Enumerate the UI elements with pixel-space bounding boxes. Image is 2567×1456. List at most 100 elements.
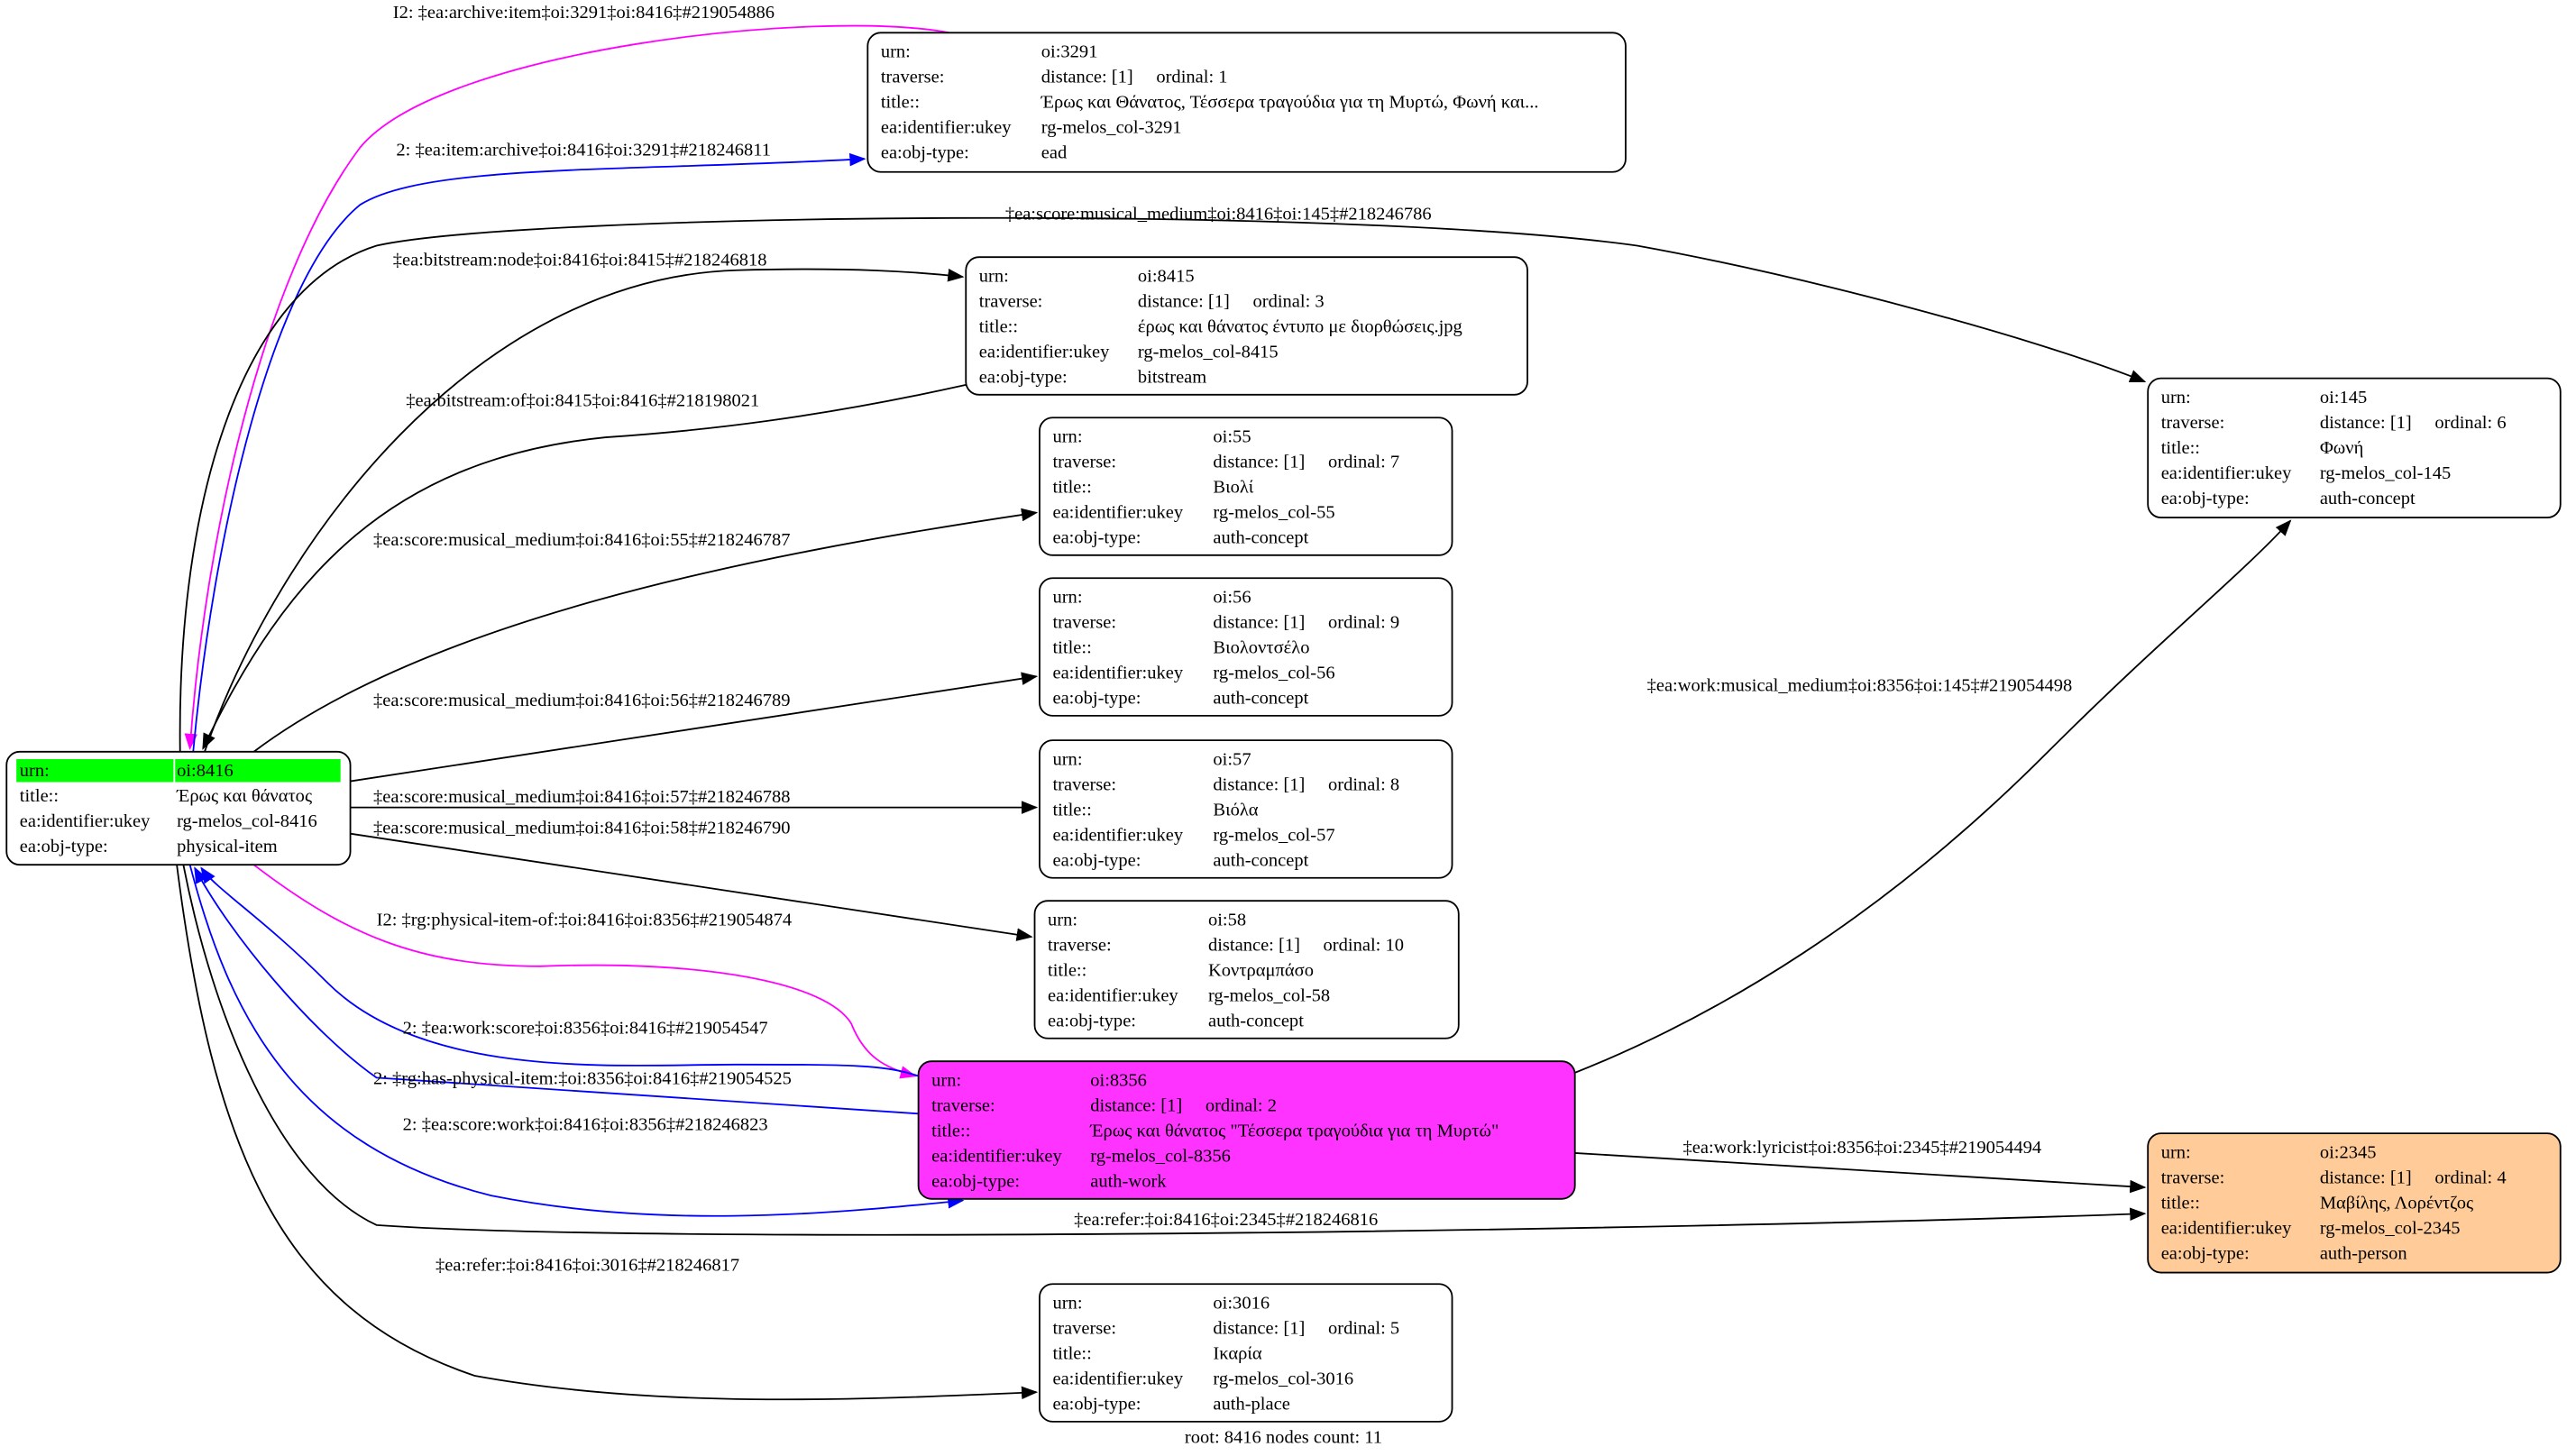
node-box [1039, 417, 1453, 556]
node-field-key: title:: [1052, 477, 1091, 497]
node-field-value: auth-concept [1213, 850, 1308, 870]
edge[interactable]: 2: ‡rg:has-physical-item:‡oi:8356‡oi:841… [194, 866, 919, 1115]
edge[interactable]: ‡ea:refer:‡oi:8416‡oi:3016‡#218246817 [176, 865, 1039, 1401]
node-field-key: title:: [979, 316, 1018, 336]
node-field-value: rg-melos_col-8415 [1138, 342, 1279, 362]
edge[interactable]: ‡ea:bitstream:node‡oi:8416‡oi:8415‡#2182… [204, 250, 965, 753]
node-field-key: urn: [1052, 749, 1082, 769]
edge-path [350, 832, 1033, 941]
node-field-key: traverse: [2161, 1168, 2225, 1187]
edge-label: ‡ea:score:musical_medium‡oi:8416‡oi:56‡#… [373, 691, 791, 710]
node-field-key: title:: [1052, 1343, 1091, 1363]
node-field-value: oi:8416 [177, 761, 234, 781]
edge[interactable]: ‡ea:work:lyricist‡oi:8356‡oi:2345‡#21905… [1574, 1138, 2147, 1194]
edge-path [1574, 1152, 2147, 1194]
edge-label: ‡ea:score:musical_medium‡oi:8416‡oi:58‡#… [373, 819, 791, 838]
edge[interactable]: 2: ‡ea:score:work‡oi:8416‡oi:8356‡#21824… [188, 864, 965, 1217]
node-field-key: ea:identifier:ukey [2161, 463, 2292, 483]
node-field-value: rg-melos_col-55 [1213, 502, 1334, 522]
edge-path [188, 864, 965, 1217]
edge[interactable]: 2: ‡ea:item:archive‡oi:8416‡oi:3291‡#218… [192, 141, 866, 752]
node-field-key: urn: [20, 761, 50, 781]
edge[interactable]: ‡ea:bitstream:of‡oi:8415‡oi:8416‡#218198… [202, 384, 967, 750]
node-field-value: rg-melos_col-2345 [2320, 1218, 2461, 1238]
node-field-value: distance: [1] ordinal: 3 [1138, 291, 1325, 311]
node-field-value: Βιόλα [1213, 800, 1258, 820]
node-field-value: oi:3016 [1213, 1293, 1270, 1313]
edge[interactable]: ‡ea:score:musical_medium‡oi:8416‡oi:145‡… [179, 204, 2147, 752]
edge-path [252, 508, 1039, 753]
node-field-value: rg-melos_col-3016 [1213, 1369, 1353, 1388]
edge[interactable]: ‡ea:score:musical_medium‡oi:8416‡oi:56‡#… [350, 672, 1039, 783]
node-field-value: Βιολί [1213, 477, 1253, 497]
node-field-value: ead [1041, 142, 1067, 162]
graph-node[interactable]: urn: oi:2345 traverse: distance: [1] ordina… [2147, 1132, 2562, 1274]
node-field-key: traverse: [881, 68, 945, 87]
node-field-value: auth-concept [2320, 489, 2416, 508]
node-field-key: ea:obj-type: [1052, 527, 1141, 547]
node-field-key: title:: [881, 93, 920, 113]
node-box [1039, 1283, 1453, 1423]
node-field-key: title:: [1052, 800, 1091, 820]
edge-path [204, 268, 965, 753]
node-field-value: Φωνή [2320, 438, 2364, 458]
footer-status: root: 8416 nodes count: 11 [1185, 1427, 1382, 1447]
edge[interactable]: 2: ‡ea:work:score‡oi:8356‡oi:8416‡#21905… [200, 866, 919, 1077]
node-field-key: traverse: [1052, 1318, 1116, 1338]
node-box [1033, 900, 1460, 1039]
node-field-key: traverse: [931, 1095, 995, 1115]
edge[interactable]: ‡ea:score:musical_medium‡oi:8416‡oi:58‡#… [350, 819, 1033, 941]
node-field-key: title:: [20, 786, 59, 806]
node-field-key: traverse: [979, 291, 1043, 311]
node-field-key: ea:obj-type: [1052, 850, 1141, 870]
edge-path [200, 866, 919, 1077]
node-field-key: ea:identifier:ukey [979, 342, 1110, 362]
edge-path [350, 672, 1039, 783]
node-field-key: ea:obj-type: [1052, 1394, 1141, 1414]
node-field-value: auth-place [1213, 1394, 1289, 1414]
edge[interactable]: ‡ea:score:musical_medium‡oi:8416‡oi:55‡#… [252, 508, 1039, 753]
edge-label: I2: ‡rg:physical-item-of:‡oi:8416‡oi:835… [377, 910, 793, 929]
node-field-key: urn: [2161, 388, 2191, 407]
edge[interactable]: ‡ea:refer:‡oi:8416‡oi:2345‡#218246816 [182, 865, 2147, 1236]
edge-path [184, 24, 950, 751]
node-field-value: oi:2345 [2320, 1142, 2377, 1162]
node-field-key: traverse: [1052, 452, 1116, 472]
node-field-value: auth-person [2320, 1243, 2407, 1263]
node-field-key: urn: [2161, 1142, 2191, 1162]
edge[interactable]: I2: ‡ea:archive:item‡oi:3291‡oi:8416‡#21… [184, 3, 950, 751]
edge-label: ‡ea:bitstream:of‡oi:8415‡oi:8416‡#218198… [406, 391, 759, 411]
edge[interactable]: I2: ‡rg:physical-item-of:‡oi:8416‡oi:835… [252, 864, 917, 1079]
node-field-value: distance: [1] ordinal: 4 [2320, 1168, 2507, 1187]
edge-label: ‡ea:refer:‡oi:8416‡oi:2345‡#218246816 [1074, 1210, 1378, 1230]
node-field-key: ea:obj-type: [1048, 1011, 1136, 1030]
node-field-key: ea:identifier:ukey [1048, 985, 1178, 1005]
node-field-key: urn: [979, 266, 1009, 286]
node-field-value: oi:57 [1213, 749, 1251, 769]
node-box [1039, 577, 1453, 717]
edge[interactable]: ‡ea:score:musical_medium‡oi:8416‡oi:57‡#… [350, 787, 1039, 814]
node-field-value: auth-work [1090, 1171, 1167, 1191]
edge-path [176, 865, 1039, 1401]
node-field-key: ea:identifier:ukey [1052, 825, 1183, 845]
node-field-value: Έρως και θάνατος "Τέσσερα τραγούδια για … [1089, 1121, 1499, 1140]
node-field-value: Ικαρία [1213, 1343, 1261, 1363]
edge[interactable]: ‡ea:work:musical_medium‡oi:8356‡oi:145‡#… [1574, 519, 2292, 1074]
edge-label: 2: ‡ea:score:work‡oi:8416‡oi:8356‡#21824… [403, 1114, 768, 1134]
node-box [866, 32, 1627, 173]
node-field-key: ea:identifier:ukey [931, 1146, 1062, 1166]
node-field-key: ea:obj-type: [2161, 1243, 2250, 1263]
edge-label: 2: ‡rg:has-physical-item:‡oi:8356‡oi:841… [373, 1069, 792, 1089]
node-field-value: Κοντραμπάσο [1208, 960, 1314, 980]
node-field-value: Βιολοντσέλο [1213, 637, 1309, 657]
